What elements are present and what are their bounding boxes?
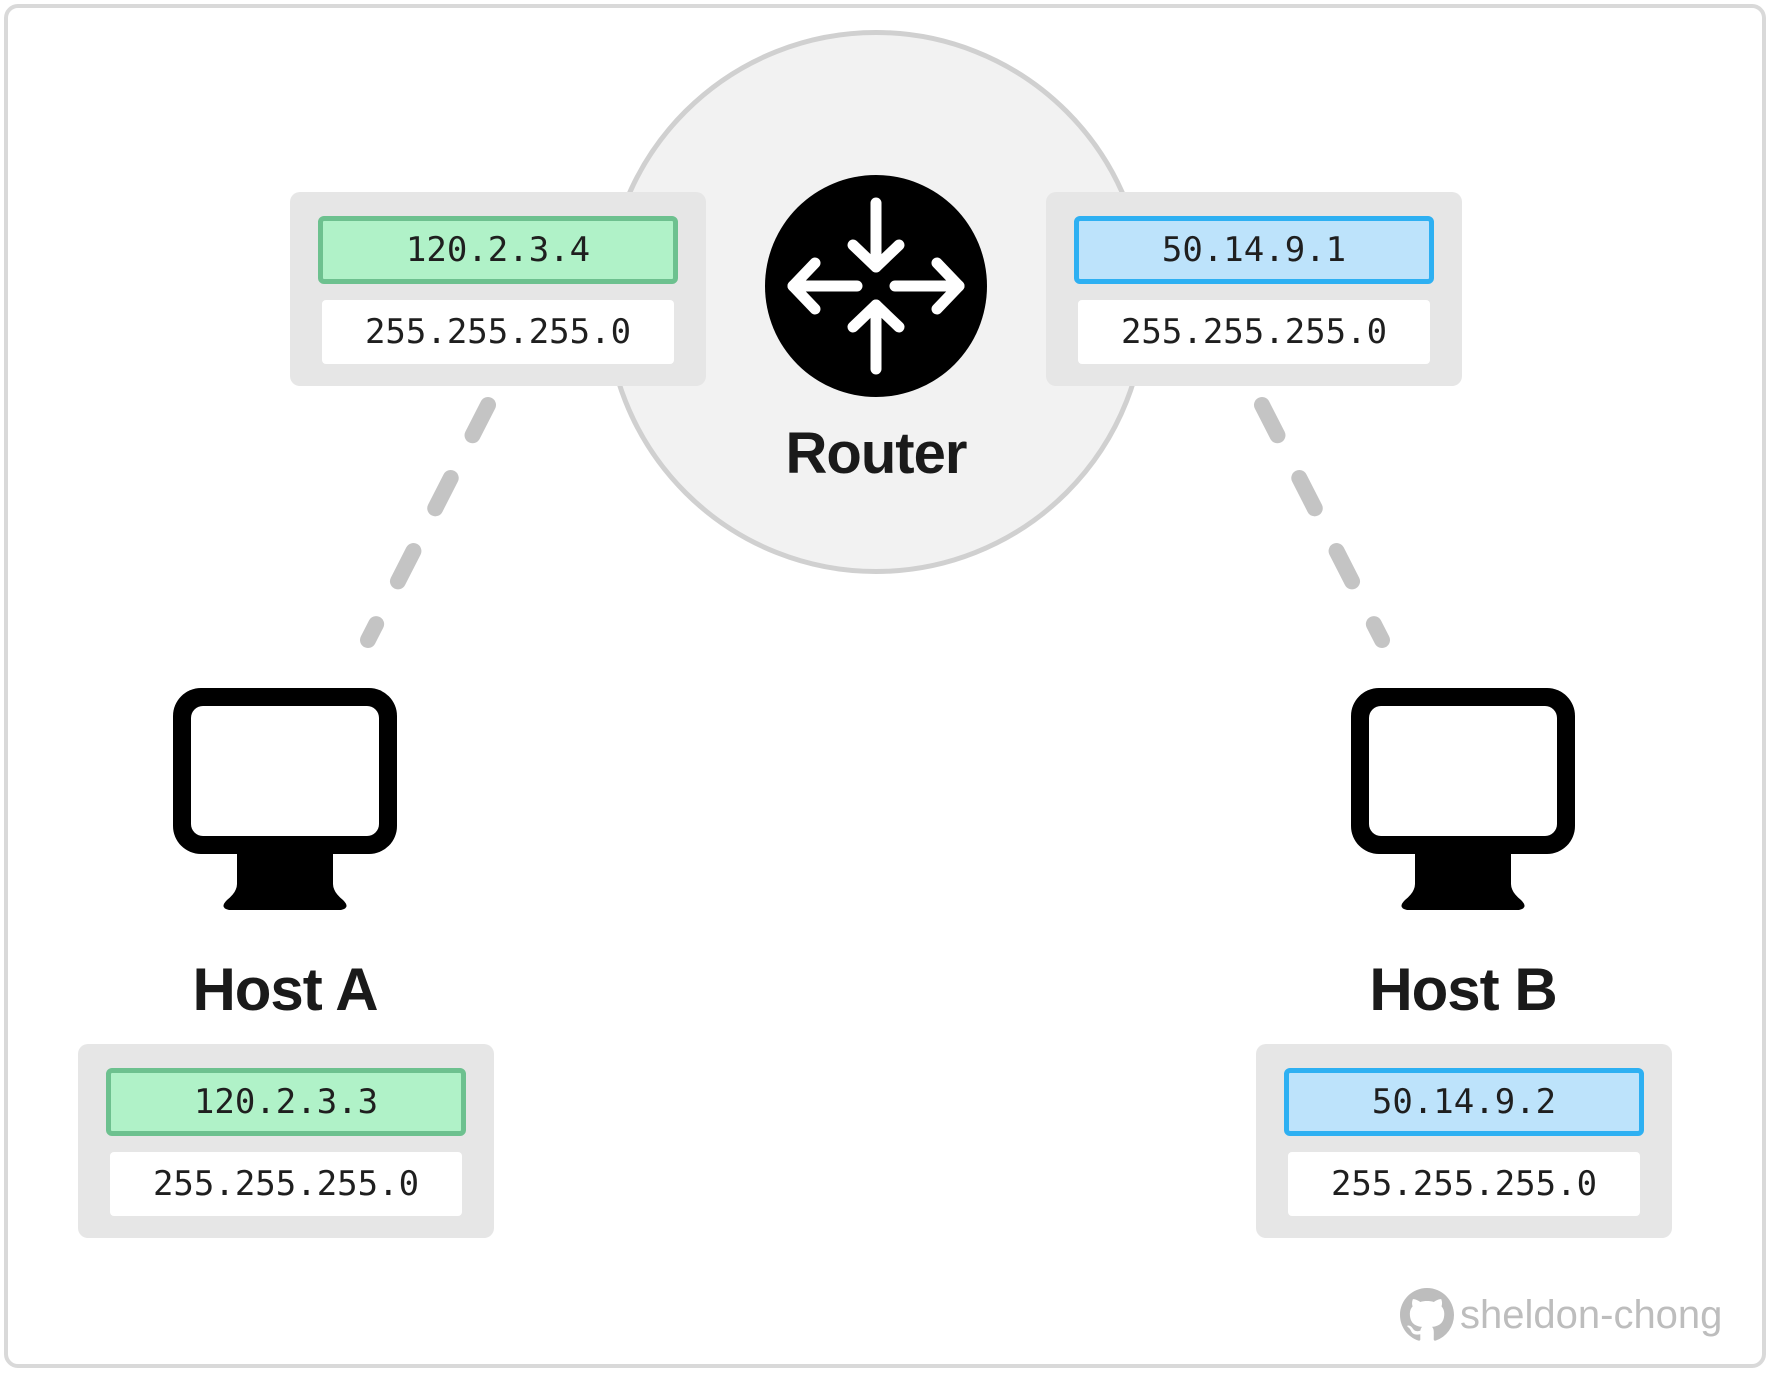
watermark: sheldon-chong <box>1400 1288 1722 1342</box>
host-a-monitor-icon <box>173 688 397 910</box>
router-left-ip: 120.2.3.4 <box>318 216 678 284</box>
router-right-ip: 50.14.9.1 <box>1074 216 1434 284</box>
router-label: Router <box>785 421 968 486</box>
host-b-mask: 255.255.255.0 <box>1288 1152 1640 1216</box>
router-left-mask: 255.255.255.0 <box>322 300 674 364</box>
host-a-card: 120.2.3.3 255.255.255.0 <box>78 1044 494 1238</box>
watermark-text: sheldon-chong <box>1460 1292 1723 1337</box>
host-b-card: 50.14.9.2 255.255.255.0 <box>1256 1044 1672 1238</box>
host-b-label: Host B <box>1369 956 1557 1023</box>
link-host-b-router <box>1254 397 1390 648</box>
host-a-label: Host A <box>192 956 378 1023</box>
router-interface-left-card: 120.2.3.4 255.255.255.0 <box>290 192 706 386</box>
router-right-mask: 255.255.255.0 <box>1078 300 1430 364</box>
github-icon <box>1400 1288 1454 1341</box>
host-b-ip: 50.14.9.2 <box>1284 1068 1644 1136</box>
diagram-frame <box>4 4 1766 1368</box>
router-arrows-icon <box>765 175 987 397</box>
host-b-monitor-icon <box>1351 688 1575 910</box>
link-host-a-router <box>360 397 496 648</box>
host-a-mask: 255.255.255.0 <box>110 1152 462 1216</box>
host-a-ip: 120.2.3.3 <box>106 1068 466 1136</box>
router-interface-right-card: 50.14.9.1 255.255.255.0 <box>1046 192 1462 386</box>
